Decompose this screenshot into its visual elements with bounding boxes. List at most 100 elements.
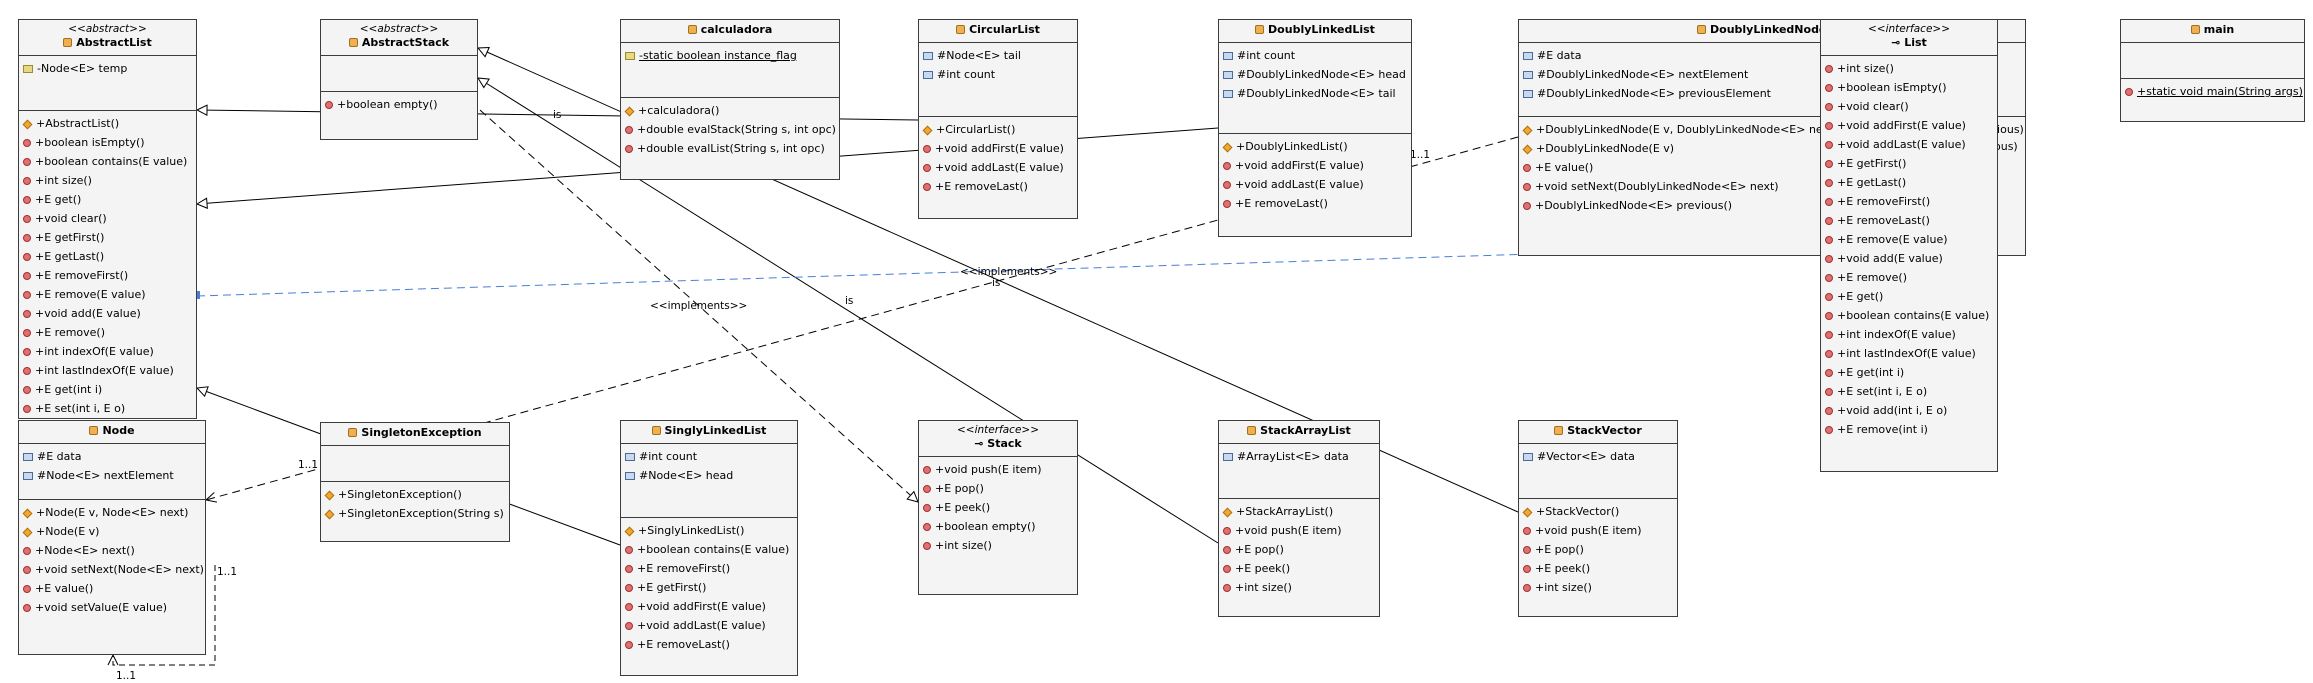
method-row[interactable]: +void push(E item)	[923, 460, 1073, 479]
method-row[interactable]: +Node(E v, Node<E> next)	[22, 503, 201, 522]
method-row[interactable]: +E get()	[23, 190, 192, 209]
method-row[interactable]: +E remove()	[1825, 268, 1993, 287]
method-row[interactable]: +void push(E item)	[1223, 521, 1375, 540]
method-row[interactable]: +E value()	[23, 579, 201, 598]
method-row[interactable]: +DoublyLinkedNode<E> previous()	[1523, 196, 2021, 215]
field-row[interactable]: #DoublyLinkedNode<E> previousElement	[1523, 84, 2021, 103]
method-row[interactable]: +E getLast()	[1825, 173, 1993, 192]
class-abstractlist[interactable]: <<abstract>> AbstractList -Node<E> temp …	[18, 19, 197, 419]
class-stackvector[interactable]: StackVector #Vector<E> data +StackVector…	[1518, 420, 1678, 617]
method-row[interactable]: +E set(int i, E o)	[1825, 382, 1993, 401]
method-row[interactable]: +void addFirst(E value)	[1825, 116, 1993, 135]
method-row[interactable]: +calculadora()	[624, 101, 835, 120]
method-row[interactable]: +SingletonException(String s)	[324, 504, 505, 523]
method-row[interactable]: +boolean contains(E value)	[23, 152, 192, 171]
field-row[interactable]: #Node<E> nextElement	[23, 466, 201, 485]
method-row[interactable]: +CircularList()	[922, 120, 1073, 139]
method-row[interactable]: +E removeLast()	[923, 177, 1073, 196]
method-row[interactable]: +void addFirst(E value)	[1223, 156, 1407, 175]
method-row[interactable]: +E peek()	[923, 498, 1073, 517]
method-row[interactable]: +E get()	[1825, 287, 1993, 306]
method-row[interactable]: +E removeLast()	[1223, 194, 1407, 213]
method-row[interactable]: +int indexOf(E value)	[23, 342, 192, 361]
method-row[interactable]: +void add(E value)	[23, 304, 192, 323]
field-row[interactable]: #ArrayList<E> data	[1223, 447, 1375, 466]
method-row[interactable]: +Node<E> next()	[23, 541, 201, 560]
method-row[interactable]: +E pop()	[923, 479, 1073, 498]
class-calculadora[interactable]: calculadora -static boolean instance_fla…	[620, 19, 840, 180]
method-row[interactable]: +int size()	[923, 536, 1073, 555]
method-row[interactable]: +DoublyLinkedList()	[1222, 137, 1407, 156]
method-row[interactable]: +boolean isEmpty()	[23, 133, 192, 152]
method-row[interactable]: +E get(int i)	[23, 380, 192, 399]
method-row[interactable]: +double evalList(String s, int opc)	[625, 139, 835, 158]
class-singlylinkedlist[interactable]: SinglyLinkedList #int count #Node<E> hea…	[620, 420, 798, 676]
method-row[interactable]: +E getLast()	[23, 247, 192, 266]
method-row[interactable]: +void setNext(Node<E> next)	[23, 560, 204, 579]
method-row[interactable]: +E get(int i)	[1825, 363, 1993, 382]
method-row[interactable]: +void addFirst(E value)	[625, 597, 793, 616]
method-row[interactable]: +E pop()	[1223, 540, 1375, 559]
method-row[interactable]: +E getFirst()	[625, 578, 793, 597]
method-row[interactable]: +E remove(E value)	[1825, 230, 1993, 249]
method-row[interactable]: +E set(int i, E o)	[23, 399, 192, 418]
method-row[interactable]: +void addLast(E value)	[625, 616, 793, 635]
method-row[interactable]: +E peek()	[1523, 559, 1673, 578]
method-row[interactable]: +Node(E v)	[22, 522, 201, 541]
method-row[interactable]: +int lastIndexOf(E value)	[1825, 344, 1993, 363]
method-row[interactable]: +int lastIndexOf(E value)	[23, 361, 192, 380]
field-row[interactable]: #E data	[23, 447, 201, 466]
method-row[interactable]: +void clear()	[23, 209, 192, 228]
class-stackarraylist[interactable]: StackArrayList #ArrayList<E> data +Stack…	[1218, 420, 1380, 617]
method-row[interactable]: +SingletonException()	[324, 485, 505, 504]
method-row[interactable]: +boolean isEmpty()	[1825, 78, 1993, 97]
method-row[interactable]: +int size()	[23, 171, 192, 190]
method-row[interactable]: +void add(int i, E o)	[1825, 401, 1993, 420]
method-row[interactable]: +E value()	[1523, 158, 2021, 177]
field-row[interactable]: #DoublyLinkedNode<E> tail	[1223, 84, 1407, 103]
method-row[interactable]: +boolean empty()	[325, 95, 473, 114]
field-row[interactable]: #E data	[1523, 46, 2021, 65]
method-row[interactable]: +void addLast(E value)	[923, 158, 1073, 177]
class-doublylinkedlist[interactable]: DoublyLinkedList #int count #DoublyLinke…	[1218, 19, 1412, 237]
method-row[interactable]: +void add(E value)	[1825, 249, 1993, 268]
method-row[interactable]: +StackArrayList()	[1222, 502, 1375, 521]
method-row[interactable]: +E removeFirst()	[625, 559, 793, 578]
method-row[interactable]: +E removeLast()	[1825, 211, 1993, 230]
method-row[interactable]: +boolean contains(E value)	[625, 540, 793, 559]
method-row[interactable]: +E removeFirst()	[1825, 192, 1993, 211]
method-row[interactable]: +SinglyLinkedList()	[624, 521, 793, 540]
method-row[interactable]: +void addLast(E value)	[1223, 175, 1407, 194]
method-row[interactable]: +void setValue(E value)	[23, 598, 201, 617]
field-row[interactable]: #Node<E> head	[625, 466, 793, 485]
method-row[interactable]: +E remove()	[23, 323, 192, 342]
method-row[interactable]: +boolean contains(E value)	[1825, 306, 1993, 325]
field-row[interactable]: #int count	[923, 65, 1073, 84]
method-row[interactable]: +StackVector()	[1522, 502, 1673, 521]
class-stack[interactable]: <<interface>> ⊸ Stack +void push(E item)…	[918, 420, 1078, 595]
field-row[interactable]: #int count	[1223, 46, 1407, 65]
method-row[interactable]: +int size()	[1825, 59, 1993, 78]
method-row[interactable]: +void setNext(DoublyLinkedNode<E> next)	[1523, 177, 2021, 196]
method-row[interactable]: +double evalStack(String s, int opc)	[625, 120, 836, 139]
class-abstractstack[interactable]: <<abstract>> AbstractStack +boolean empt…	[320, 19, 478, 140]
class-singletonexception[interactable]: SingletonException +SingletonException()…	[320, 422, 510, 542]
method-row[interactable]: +void addLast(E value)	[1825, 135, 1993, 154]
method-row[interactable]: +DoublyLinkedNode(E v)	[1522, 139, 2021, 158]
method-row[interactable]: +E pop()	[1523, 540, 1673, 559]
method-row[interactable]: +static void main(String args)	[2125, 82, 2303, 101]
method-row[interactable]: +E getFirst()	[23, 228, 192, 247]
field-row[interactable]: -static boolean instance_flag	[625, 46, 835, 65]
method-row[interactable]: +void clear()	[1825, 97, 1993, 116]
method-row[interactable]: +int size()	[1523, 578, 1673, 597]
method-row[interactable]: +E peek()	[1223, 559, 1375, 578]
class-main[interactable]: main +static void main(String args)	[2120, 19, 2305, 122]
method-row[interactable]: +AbstractList()	[22, 114, 192, 133]
class-node[interactable]: Node #E data #Node<E> nextElement +Node(…	[18, 420, 206, 655]
method-row[interactable]: +void push(E item)	[1523, 521, 1673, 540]
method-row[interactable]: +int indexOf(E value)	[1825, 325, 1993, 344]
field-row[interactable]: #Node<E> tail	[923, 46, 1073, 65]
method-row[interactable]: +int size()	[1223, 578, 1375, 597]
method-row[interactable]: +E removeFirst()	[23, 266, 192, 285]
field-row[interactable]: -Node<E> temp	[23, 59, 192, 78]
